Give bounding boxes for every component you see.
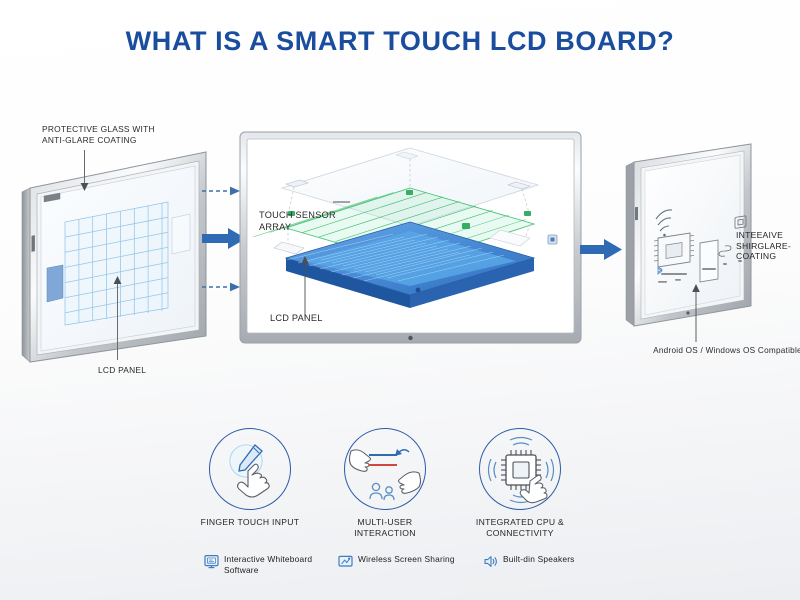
bluetooth-icon	[657, 265, 663, 275]
arrow-left-to-center-svg	[202, 186, 246, 292]
cpu-connectivity-circle	[479, 428, 561, 510]
cpu-chip-icon	[653, 232, 695, 268]
arrow-center-to-right-svg	[580, 239, 622, 260]
left-top-leader-arrow	[80, 183, 89, 191]
left-board-diagram	[10, 140, 225, 380]
bottom-feature-wireless-screen-sharing[interactable]: Wireless Screen Sharing	[338, 554, 455, 569]
whiteboard-software-icon	[204, 554, 219, 569]
left-bottom-leader-arrow	[113, 276, 122, 284]
page-title: WHAT IS A SMART TOUCH LCD BOARD?	[125, 26, 675, 56]
arrow-left-to-center	[196, 180, 256, 300]
right-board-svg	[625, 143, 752, 342]
center-sensor-callout: TOUCH SENSOR ARRAY	[259, 210, 336, 233]
center-exploded-diagram	[238, 130, 583, 345]
multi-user-circle	[344, 428, 426, 510]
feature-label: FINGER TOUCH INPUT	[200, 517, 300, 527]
right-bottom-caption: Android OS / Windows OS Compatible	[653, 346, 800, 355]
feature-circles: FINGER TOUCH INPUT	[195, 428, 605, 543]
wifi-icon	[655, 209, 673, 237]
feature-finger-touch-input[interactable]: FINGER TOUCH INPUT	[195, 428, 305, 528]
right-side-callout: INTEEAIVE SHIRGLARE- COATING	[736, 230, 792, 262]
finger-touch-circle	[209, 428, 291, 510]
bottom-feature-interactive-whiteboard[interactable]: Interactive Whiteboard Software	[204, 554, 312, 575]
feature-label: INTEGRATED CPU & CONNECTIVITY	[475, 517, 565, 539]
left-board-svg	[21, 151, 207, 363]
left-bottom-callout: LCD PANEL	[98, 365, 147, 375]
center-board-svg	[239, 131, 582, 344]
screen-share-icon	[338, 554, 353, 569]
right-board-diagram: INTEEAIVE SHIRGLARE- COATING	[618, 140, 798, 345]
arrow-center-to-right	[578, 238, 626, 262]
people-icon	[369, 482, 395, 501]
bottom-feature-built-in-speakers[interactable]: Built-din Speakers	[483, 554, 575, 569]
hand-stylus-touch-icon	[229, 444, 270, 498]
left-top-callout: PROTECTIVE GLASS WITH ANTI-GLARE COATING	[42, 124, 155, 146]
layer-lcd-panel	[284, 221, 536, 308]
bottom-feature-label: Interactive Whiteboard Software	[224, 554, 313, 575]
speaker-icon	[483, 554, 498, 569]
bottom-feature-label: Built-din Speakers	[503, 554, 575, 564]
feature-multi-user-interaction[interactable]: MULTI-USER INTERACTION	[330, 428, 440, 539]
cpu-chip-signal-icon	[487, 436, 555, 504]
feature-integrated-cpu-connectivity[interactable]: INTEGRATED CPU & CONNECTIVITY	[465, 428, 575, 539]
feature-label: MULTI-USER INTERACTION	[354, 517, 416, 539]
center-panel-callout: LCD PANEL	[270, 313, 323, 323]
left-top-leader-line	[84, 150, 85, 184]
bottom-feature-strip: Interactive Whiteboard Software Wireless…	[200, 554, 600, 586]
bottom-feature-label: Wireless Screen Sharing	[358, 554, 455, 564]
two-hands-multiuser-icon	[348, 449, 422, 501]
left-bottom-leader-line	[117, 282, 118, 360]
